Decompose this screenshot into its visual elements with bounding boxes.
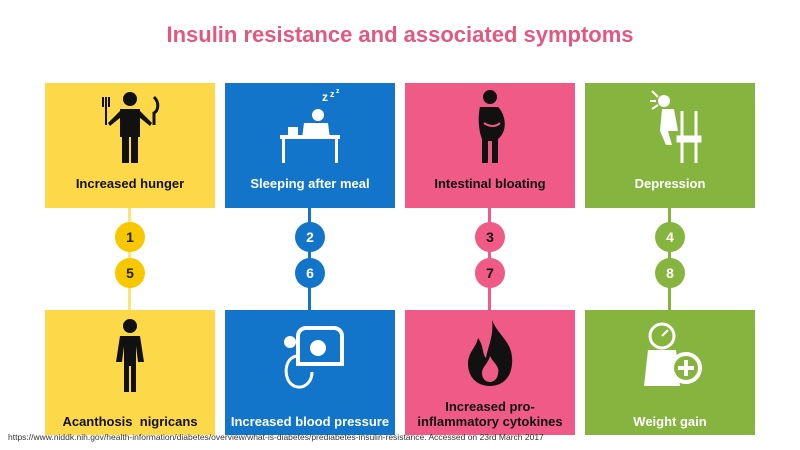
step-number-3: 3 [475, 222, 505, 252]
symptom-card-5: Acanthosis nigricans [45, 310, 215, 435]
symptom-label: Sleeping after meal [250, 176, 370, 191]
symptom-card-4: Depression [585, 83, 755, 208]
label-line: inflammatory cytokines [417, 414, 563, 429]
bloated-person-icon [478, 90, 505, 163]
label-line: Increased pro- [445, 399, 535, 414]
symptom-label: Increased blood pressure [230, 414, 390, 429]
sleeping-at-desk-icon: z z z [280, 88, 340, 163]
svg-text:z: z [336, 88, 340, 95]
person-standing-icon [116, 319, 144, 392]
flame-icon [468, 320, 513, 386]
step-number-4: 4 [655, 222, 685, 252]
svg-text:z: z [330, 89, 335, 99]
step-number-2: 2 [295, 222, 325, 252]
symptom-label: Increased hunger [75, 176, 185, 191]
symptom-label: Depression [634, 176, 706, 191]
symptom-card-1: Increased hunger [45, 83, 215, 208]
step-number-1: 1 [115, 222, 145, 252]
blood-pressure-gauge-icon [284, 326, 344, 389]
symptom-card-6: Increased blood pressure [225, 310, 395, 435]
symptom-label: Acanthosis nigricans [62, 414, 198, 429]
step-number-8: 8 [655, 258, 685, 288]
symptom-label: Weight gain [633, 414, 707, 429]
weight-scale-plus-icon [644, 322, 702, 386]
symptom-label: Intestinal bloating [434, 176, 546, 191]
symptom-card-8: Weight gain [585, 310, 755, 435]
depressed-person-chair-icon [650, 90, 702, 163]
symptom-label: Increased pro- inflammatory cytokines [405, 399, 575, 429]
step-number-6: 6 [295, 258, 325, 288]
symptom-card-3: Intestinal bloating [405, 83, 575, 208]
svg-text:z: z [322, 90, 328, 104]
symptom-card-7: Increased pro- inflammatory cytokines [405, 310, 575, 435]
step-number-7: 7 [475, 258, 505, 288]
symptom-card-2: z z z Sleeping after meal [225, 83, 395, 208]
source-citation: https://www.niddk.nih.gov/health-informa… [8, 432, 544, 442]
step-number-5: 5 [115, 258, 145, 288]
person-fork-knife-icon [102, 92, 160, 163]
page-title: Insulin resistance and associated sympto… [166, 22, 634, 47]
